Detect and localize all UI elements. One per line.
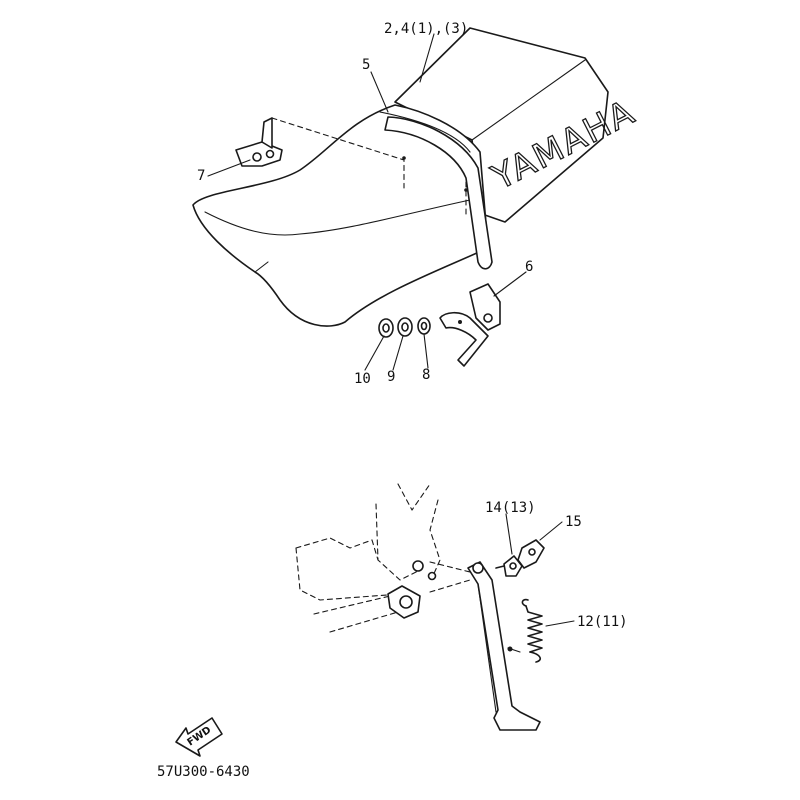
seat: YAMAHA (192, 27, 643, 327)
stand-spring (521, 598, 543, 663)
stand-pivot-bracket (387, 560, 437, 619)
side-stand (467, 561, 541, 731)
rear-seat-bracket (439, 283, 501, 367)
front-seat-bracket (235, 117, 283, 167)
callout-stand-switch: 14(13) (485, 500, 536, 516)
callout-nut-8: 8 (422, 367, 430, 383)
callout-rear-bracket: 6 (525, 259, 533, 275)
frame-outline (295, 483, 471, 633)
leader-lines (207, 33, 575, 627)
callout-seat-strap: 5 (362, 57, 370, 73)
washer-set (378, 317, 431, 338)
callout-front-bracket: 7 (197, 168, 205, 184)
diagram-code: 57U300-6430 (157, 764, 250, 780)
stand-switch (495, 555, 523, 577)
callout-washer-9: 9 (387, 369, 395, 385)
callout-seat-assembly: 2,4(1),(3) (384, 21, 468, 37)
switch-plate (517, 539, 545, 569)
callout-washer-10: 10 (354, 371, 371, 387)
forward-arrow-icon: FWD (175, 717, 223, 757)
callout-stand-spring: 12(11) (577, 614, 628, 630)
callout-switch-plate: 15 (565, 514, 582, 530)
